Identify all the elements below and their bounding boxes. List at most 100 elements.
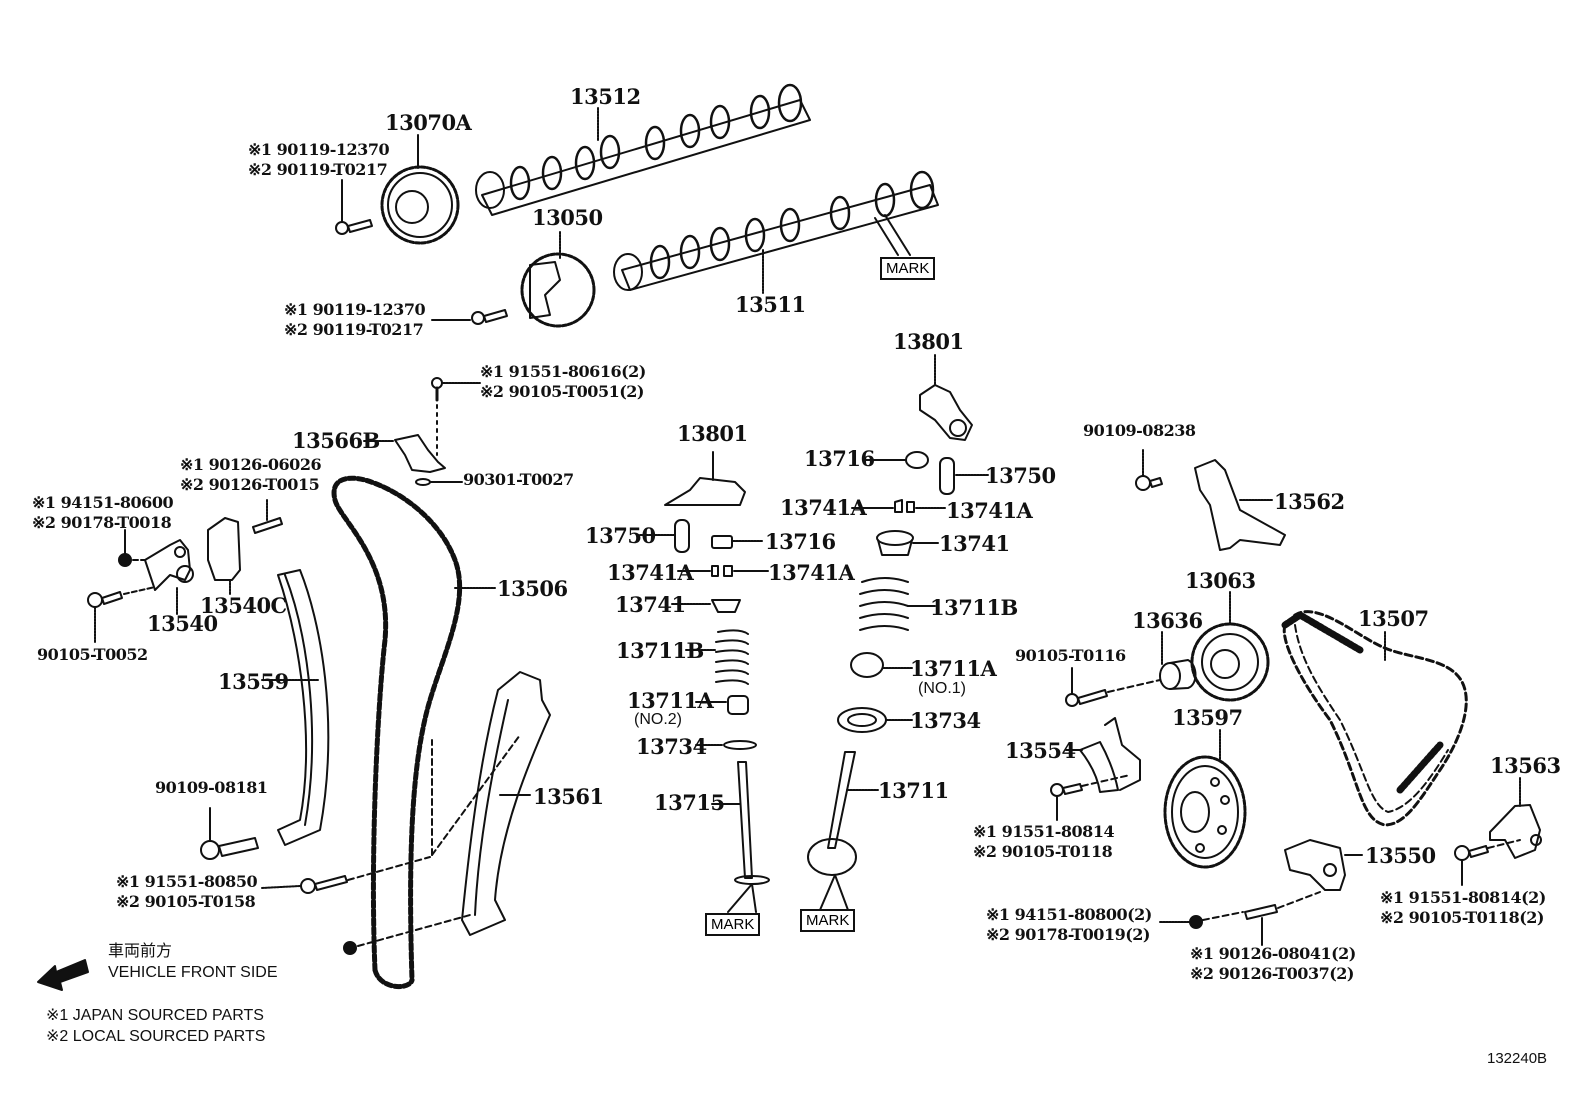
callout-13507: 13507: [1358, 606, 1429, 631]
keepers-right: [851, 499, 946, 513]
camshaft-13512: [475, 83, 811, 216]
nut-japan: ※1 94151-80600: [32, 493, 174, 512]
callout-13711B-right: 13711B: [930, 595, 1018, 620]
callout-13801-left: 13801: [677, 421, 748, 446]
chain-guide-13561: [261, 671, 551, 955]
callout-13741-right: 13741: [939, 531, 1010, 556]
valve-13711: [807, 751, 879, 911]
timing-chain-13506: [331, 475, 463, 990]
bolt-cam2-japan: ※1 90119-12370: [284, 300, 426, 319]
bolt-vvt: [335, 179, 373, 235]
callout-13750-right: 13750: [985, 463, 1056, 488]
lash-adjuster-right: [939, 457, 989, 495]
callout-13715: 13715: [654, 790, 725, 815]
bolt-13554-local: ※2 90105-T0118: [973, 842, 1113, 861]
valve-13715: [711, 761, 770, 913]
bolt-13563-local: ※2 90105-T0118(2): [1380, 908, 1544, 927]
direction-english: VEHICLE FRONT SIDE: [108, 963, 278, 981]
legend: ※1 JAPAN SOURCED PARTS ※2 LOCAL SOURCED …: [46, 1006, 265, 1048]
callout-13741A-left-r: 13741A: [768, 560, 855, 585]
bolt-cam2-local: ※2 90119-T0217: [284, 320, 424, 339]
retainer-right: [876, 530, 939, 556]
callout-13063: 13063: [1185, 568, 1256, 593]
callout-bolt-guide: ※1 91551-80850 ※2 90105-T0158: [116, 872, 258, 912]
stud-japan: ※1 90126-06026: [180, 455, 322, 474]
legend-local-sourced: ※2 LOCAL SOURCED PARTS: [46, 1027, 266, 1045]
seal-right: [850, 652, 913, 678]
callout-13563: 13563: [1490, 753, 1561, 778]
bolt-bracket-japan: ※1 91551-80616(2): [480, 362, 646, 381]
callout-13554: 13554: [1005, 738, 1076, 763]
spring-left: [685, 629, 749, 685]
callout-13561: 13561: [533, 784, 604, 809]
bolt-vvt-japan: ※1 90119-12370: [248, 140, 390, 159]
gasket-13540C: [207, 499, 283, 596]
retainer-left: [671, 599, 741, 613]
mark-box-valve-13711: MARK: [800, 909, 856, 932]
callout-13636: 13636: [1132, 608, 1203, 633]
guide-13563: [1454, 777, 1542, 886]
nut-local: ※2 90178-T0018: [32, 513, 172, 532]
rocker-arm-right: [919, 354, 973, 441]
callout-stud-13550: ※1 90126-08041(2) ※2 90126-T0037(2): [1190, 944, 1356, 984]
nut-13550-local: ※2 90178-T0019(2): [986, 925, 1150, 944]
callout-bolt-13554: ※1 91551-80814 ※2 90105-T0118: [973, 822, 1115, 862]
callout-90105-T0052: 90105-T0052: [37, 645, 148, 664]
gear-13063: [1190, 591, 1270, 702]
sprocket-13597: [1163, 729, 1247, 869]
seat-left: [695, 740, 757, 750]
tensioner-13550: [1159, 839, 1363, 946]
callout-13734-right: 13734: [910, 708, 981, 733]
bolt-13554-japan: ※1 91551-80814: [973, 822, 1115, 841]
callout-stud: ※1 90126-06026 ※2 90126-T0015: [180, 455, 322, 495]
spring-right: [859, 577, 936, 631]
callout-bolt-bracket: ※1 91551-80616(2) ※2 90105-T0051(2): [480, 362, 646, 402]
bolt-bracket-local: ※2 90105-T0051(2): [480, 382, 644, 401]
bolt-90109-08181: [200, 807, 259, 860]
damper-13554: [1050, 717, 1141, 821]
callout-13512: 13512: [570, 84, 641, 109]
callout-nut: ※1 94151-80600 ※2 90178-T0018: [32, 493, 174, 533]
callout-nut-13550: ※1 94151-80800(2) ※2 90178-T0019(2): [986, 905, 1152, 945]
callout-13734-left: 13734: [636, 734, 707, 759]
callout-13559: 13559: [218, 669, 289, 694]
callout-13741-left: 13741: [615, 592, 686, 617]
callout-13741A-left-l: 13741A: [607, 560, 694, 585]
callout-13741A-right-r: 13741A: [946, 498, 1033, 523]
stud-13550-local: ※2 90126-T0037(2): [1190, 964, 1354, 983]
bolt-guide-local: ※2 90105-T0158: [116, 892, 256, 911]
mark-box-valve-13715: MARK: [705, 913, 761, 936]
callout-13711B-left: 13711B: [616, 638, 704, 663]
callout-bolt-cam2: ※1 90119-12370 ※2 90119-T0217: [284, 300, 426, 340]
bracket-13566B: [363, 377, 481, 486]
rocker-arm-left: [664, 451, 746, 506]
seal-left: [695, 695, 749, 715]
callout-13540C: 13540C: [200, 593, 287, 618]
callout-13550: 13550: [1365, 843, 1436, 868]
bolt-vvt-local: ※2 90119-T0217: [248, 160, 388, 179]
mark-box-camshaft: MARK: [880, 257, 936, 280]
callout-13711A-no2: 13711A: [627, 688, 714, 713]
callout-90109-08238: 90109-08238: [1083, 421, 1196, 440]
callout-90105-T0116: 90105-T0116: [1015, 646, 1126, 665]
bolt-cam2: [431, 309, 508, 325]
callout-bolt-vvt: ※1 90119-12370 ※2 90119-T0217: [248, 140, 390, 180]
callout-13711A-no1: 13711A: [910, 656, 997, 681]
callout-90301-T0027: 90301-T0027: [463, 470, 574, 489]
keepers-left: [677, 565, 769, 577]
legend-japan-sourced: ※1 JAPAN SOURCED PARTS: [46, 1007, 264, 1024]
bolt-guide-japan: ※1 91551-80850: [116, 872, 258, 891]
vvt-gear-13070A: [380, 134, 460, 245]
callout-13716-right: 13716: [804, 446, 875, 471]
timing-chain-13507: [1281, 610, 1468, 827]
slipper-13559: [261, 569, 330, 846]
callout-13716-left: 13716: [765, 529, 836, 554]
callout-bolt-13563: ※1 91551-80814(2) ※2 90105-T0118(2): [1380, 888, 1546, 928]
callout-13070A: 13070A: [385, 110, 472, 135]
callout-13050: 13050: [532, 205, 603, 230]
callout-13750-left: 13750: [585, 523, 656, 548]
callout-13506: 13506: [497, 576, 568, 601]
callout-13801-right: 13801: [893, 329, 964, 354]
tensioner-13540: [87, 529, 194, 644]
